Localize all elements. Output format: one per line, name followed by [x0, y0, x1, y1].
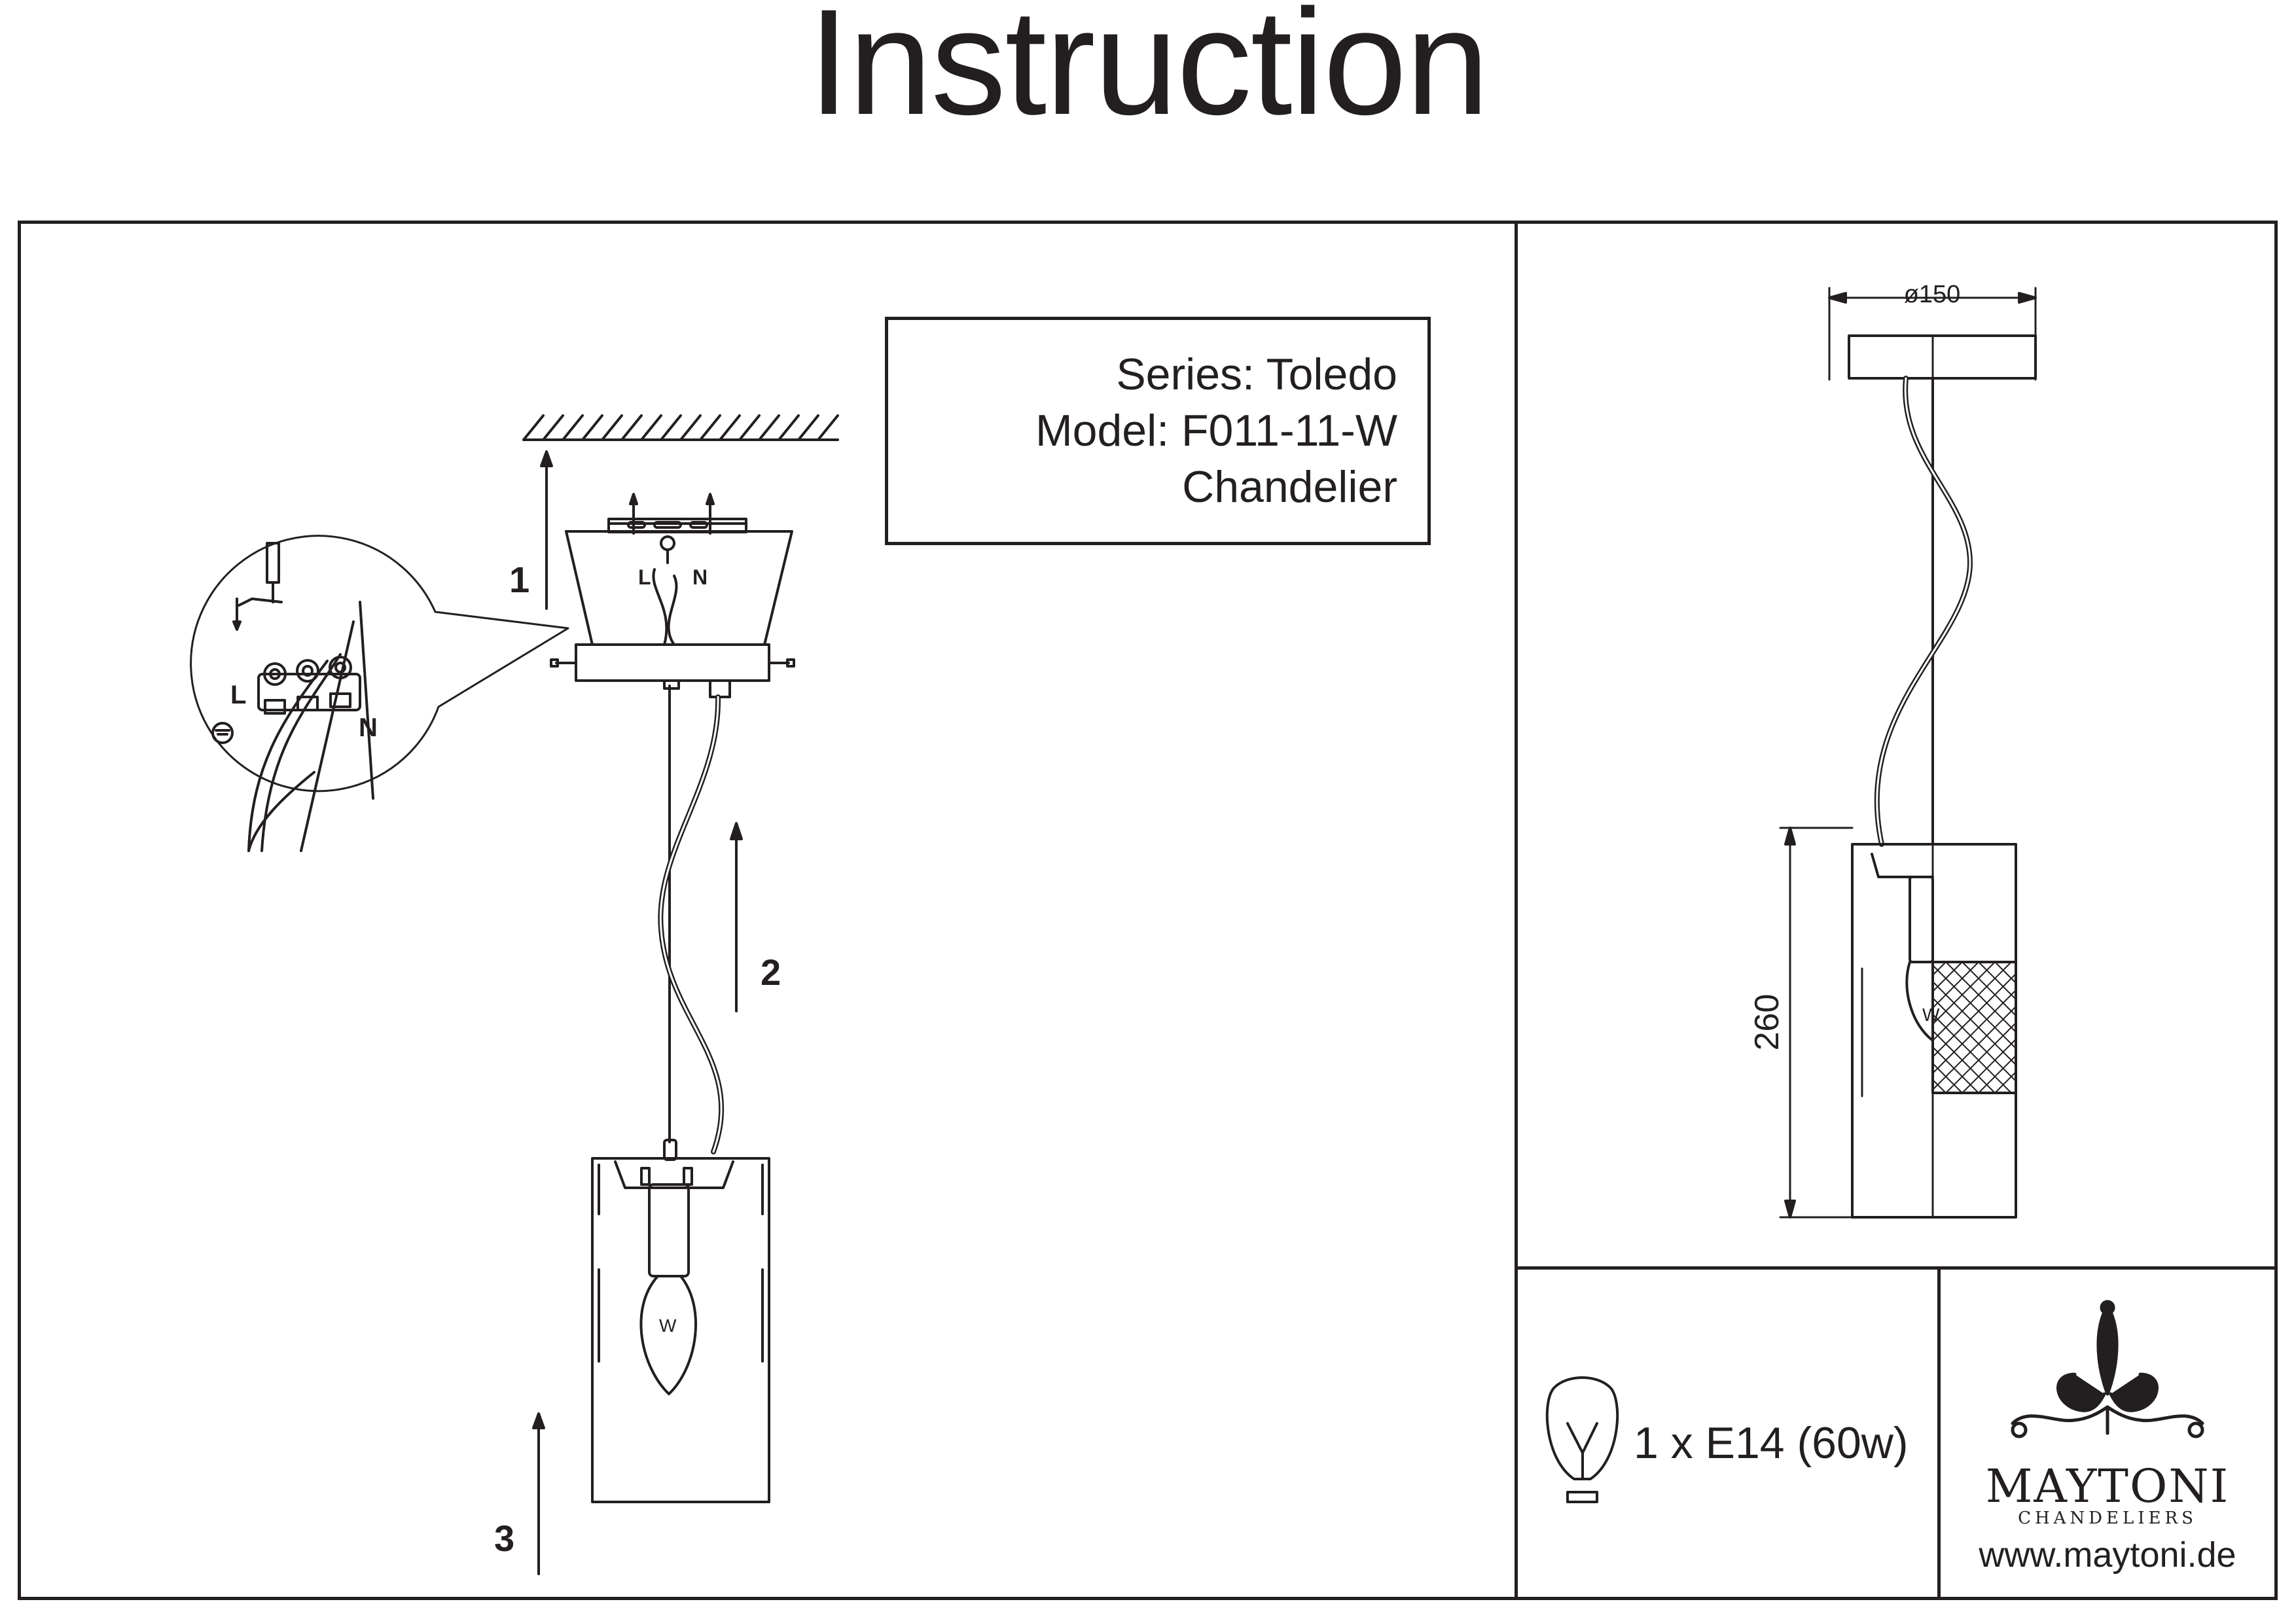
callout-neutral-label: N [359, 713, 378, 742]
brand-subtitle: CHANDELIERS [2018, 1508, 2197, 1528]
ceiling-canopy [550, 493, 795, 682]
height-dimension: 260 [1748, 994, 1786, 1051]
terminal-block [257, 656, 361, 715]
step-3-label: 3 [494, 1518, 514, 1559]
bulb-mark-main: W [659, 1315, 677, 1336]
wiring-detail-callout [190, 535, 569, 852]
lamp-shade [591, 1139, 770, 1503]
canopy-bottom-fittings [663, 679, 731, 698]
bulb-spec: 1 x E14 (60w) [1634, 1418, 1909, 1468]
step-1-label: 1 [509, 559, 529, 600]
canopy-neutral-label: N [692, 565, 708, 589]
panel-divider-vertical [1515, 221, 1518, 1600]
maytoni-logo-icon [2011, 1300, 2204, 1438]
panel-divider-footer [1937, 1266, 1941, 1600]
panel-divider-horizontal [1515, 1266, 2278, 1270]
callout-live-label: L [230, 681, 246, 709]
bulb-mark-side: W [1922, 1005, 1940, 1025]
canopy-live-label: L [638, 565, 651, 589]
step-2-label: 2 [761, 952, 781, 993]
ground-icon [211, 722, 234, 744]
product-info-box: Series: Toledo Model: F011-11-W Chandeli… [885, 317, 1431, 545]
dimension-drawing [1779, 287, 2037, 1219]
diagram-frame [18, 221, 2278, 1600]
diameter-dimension: ø150 [1904, 281, 1961, 308]
brand-url: www.maytoni.de [1979, 1535, 2236, 1575]
step-3-arrow [532, 1412, 545, 1575]
page-title: Instruction [808, 0, 1489, 146]
brand-name: MAYTONI [1985, 1459, 2230, 1513]
series-label: Series: Toledo [1116, 349, 1397, 399]
model-label: Model: F011-11-W [1035, 406, 1397, 455]
ceiling-hatch [522, 414, 839, 441]
step-2-arrow [730, 822, 743, 1012]
product-type-label: Chandelier [1182, 462, 1397, 512]
screwdriver-icon [266, 542, 280, 603]
step-1-arrow [540, 450, 553, 610]
bulb-outline-icon [1545, 1376, 1619, 1503]
